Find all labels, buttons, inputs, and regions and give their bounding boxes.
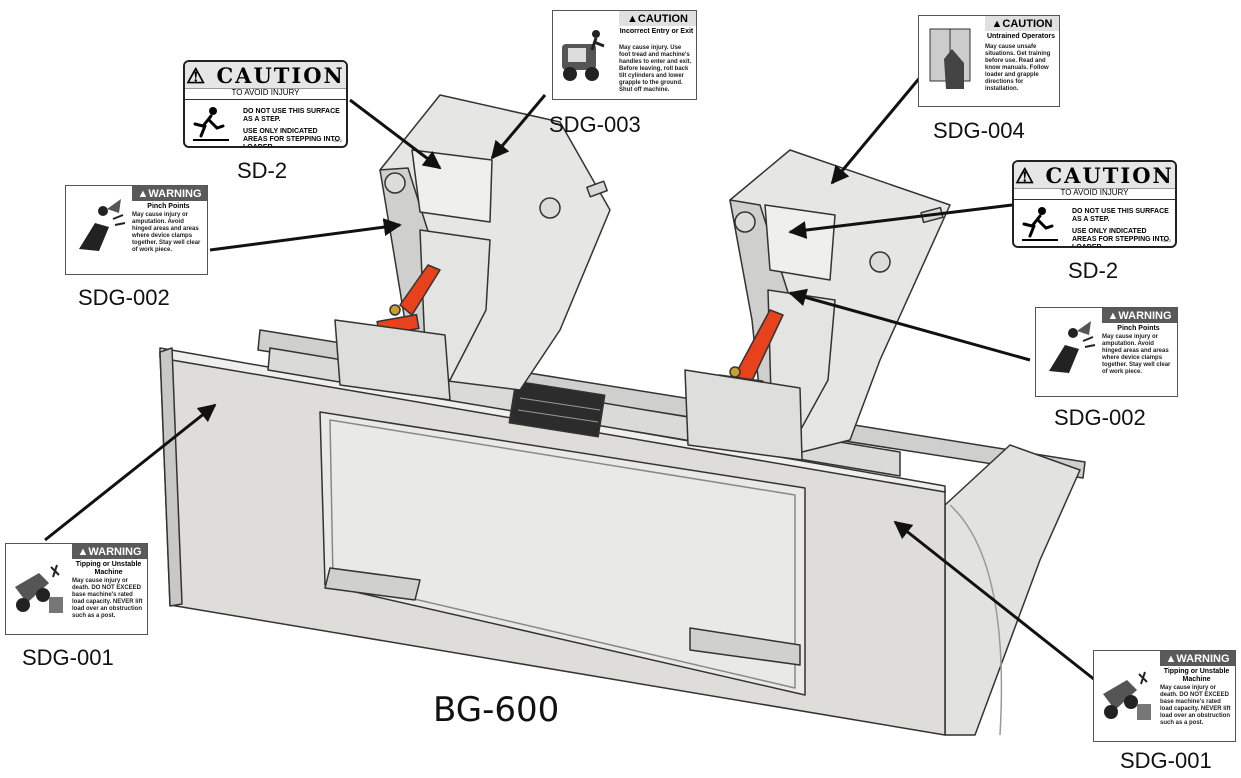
decal-body: May cause injury or death. DO NOT EXCEED…: [72, 578, 143, 619]
decal-body: May cause unsafe situations. Get trainin…: [985, 44, 1051, 92]
code-sdg003: SDG-003: [549, 112, 641, 137]
code-sdg001-left: SDG-001: [22, 645, 114, 670]
decal-sdg001-right: ▲WARNING Tipping or Unstable Machine May…: [1093, 650, 1236, 742]
decal-sdg003: ▲CAUTION Incorrect Entry or Exit May cau…: [552, 10, 697, 100]
warning-triangle-icon: ▲: [1107, 309, 1119, 322]
decal-sdg002-left: ▲WARNING Pinch Points May cause injury o…: [65, 185, 208, 275]
decal-line-2: USE ONLY INDICATED AREAS FOR STEPPING IN…: [243, 128, 341, 148]
decal-sd2-right: ⚠ CAUTION TO AVOID INJURY DO NOT USE THI…: [1012, 160, 1177, 248]
decal-title: Pinch Points: [147, 203, 190, 210]
decal-sdg002-right: ▲WARNING Pinch Points May cause injury o…: [1035, 307, 1178, 397]
code-sd2-right: SD-2: [1068, 258, 1119, 283]
right-cylinder-bracket: [684, 369, 803, 461]
decal-body: May cause injury or amputation. Avoid hi…: [132, 212, 201, 253]
decal-body: May cause injury or death. DO NOT EXCEED…: [1160, 685, 1231, 726]
decal-title: Tipping or Unstable Machine: [75, 561, 142, 576]
skid-steer-icon: [562, 30, 605, 81]
decal-header: ▲WARNING: [132, 186, 207, 201]
decal-subheader: TO AVOID INJURY: [185, 88, 346, 100]
decal-line-1: DO NOT USE THIS SURFACE AS A STEP.: [1072, 208, 1169, 223]
decal-header: ▲WARNING: [72, 544, 147, 559]
warning-triangle-icon: ▲: [991, 17, 1003, 30]
decal-sd2-left: ⚠ CAUTION TO AVOID INJURY DO NOT USE THI…: [183, 60, 348, 148]
warning-triangle-icon: ▲: [1165, 652, 1177, 665]
skid-steer-icon: [1103, 671, 1151, 720]
bucket-right-side: [944, 444, 1081, 736]
left-cylinder-bracket: [334, 319, 451, 401]
decal-title: Incorrect Entry or Exit: [619, 28, 694, 35]
code-sd2-left: SD-2: [237, 158, 288, 183]
code-sdg002-left: SDG-002: [78, 285, 170, 310]
warning-triangle-icon: ⚠: [1015, 162, 1046, 188]
code-sdg002-right: SDG-002: [1054, 405, 1146, 430]
warning-triangle-icon: ▲: [77, 545, 89, 558]
decal-header: ▲WARNING: [1102, 308, 1177, 323]
decal-subheader: TO AVOID INJURY: [1014, 188, 1175, 200]
code-sdg001-right: SDG-001: [1120, 748, 1212, 773]
pinch-point-icon: [1049, 321, 1096, 373]
left-arm-top-plate: [411, 149, 493, 223]
skid-steer-icon: [15, 564, 63, 613]
decal-body: May cause injury or amputation. Avoid hi…: [1102, 334, 1171, 375]
decal-title: Untrained Operators: [986, 33, 1056, 40]
decal-title: Pinch Points: [1117, 325, 1160, 332]
decal-header: ▲CAUTION: [619, 11, 696, 26]
decal-number: SD-2: [332, 138, 342, 143]
slip-fall-icon: [193, 107, 229, 141]
warning-triangle-icon: ▲: [137, 187, 149, 200]
mount-plate: [319, 411, 806, 696]
bucket-left-end: [159, 347, 183, 607]
decal-header: ▲WARNING: [1160, 651, 1235, 666]
model-label: BG-600: [433, 690, 560, 730]
left-cylinder: [399, 264, 441, 316]
decal-body: May cause injury. Use foot tread and mac…: [619, 45, 692, 93]
pinch-point-icon: [79, 199, 126, 251]
decal-sdg001-left: ▲WARNING Tipping or Unstable Machine May…: [5, 543, 148, 635]
decal-line-2: USE ONLY INDICATED AREAS FOR STEPPING IN…: [1072, 228, 1170, 248]
leader-arrows: [44, 74, 1096, 682]
decal-line-1: DO NOT USE THIS SURFACE AS A STEP.: [243, 108, 340, 123]
decal-header: ⚠ CAUTION: [1014, 162, 1175, 189]
decal-sdg004: ▲CAUTION Untrained Operators May cause u…: [918, 15, 1060, 107]
left-mount-tab: [324, 567, 421, 601]
warning-triangle-icon: ▲: [627, 12, 638, 25]
code-sdg004: SDG-004: [933, 118, 1025, 143]
decal-header: ⚠ CAUTION: [185, 62, 346, 89]
decal-title: Tipping or Unstable Machine: [1163, 668, 1230, 683]
decal-number: SD-2: [1161, 238, 1171, 243]
right-mount-tab: [689, 627, 801, 666]
hydraulic-coupler: [508, 380, 606, 438]
slip-fall-icon: [1022, 207, 1058, 241]
warning-triangle-icon: ⚠: [186, 62, 217, 88]
right-arm-top-plate: [764, 204, 836, 281]
decal-header: ▲CAUTION: [985, 16, 1059, 31]
manual-hand-icon: [929, 28, 971, 89]
